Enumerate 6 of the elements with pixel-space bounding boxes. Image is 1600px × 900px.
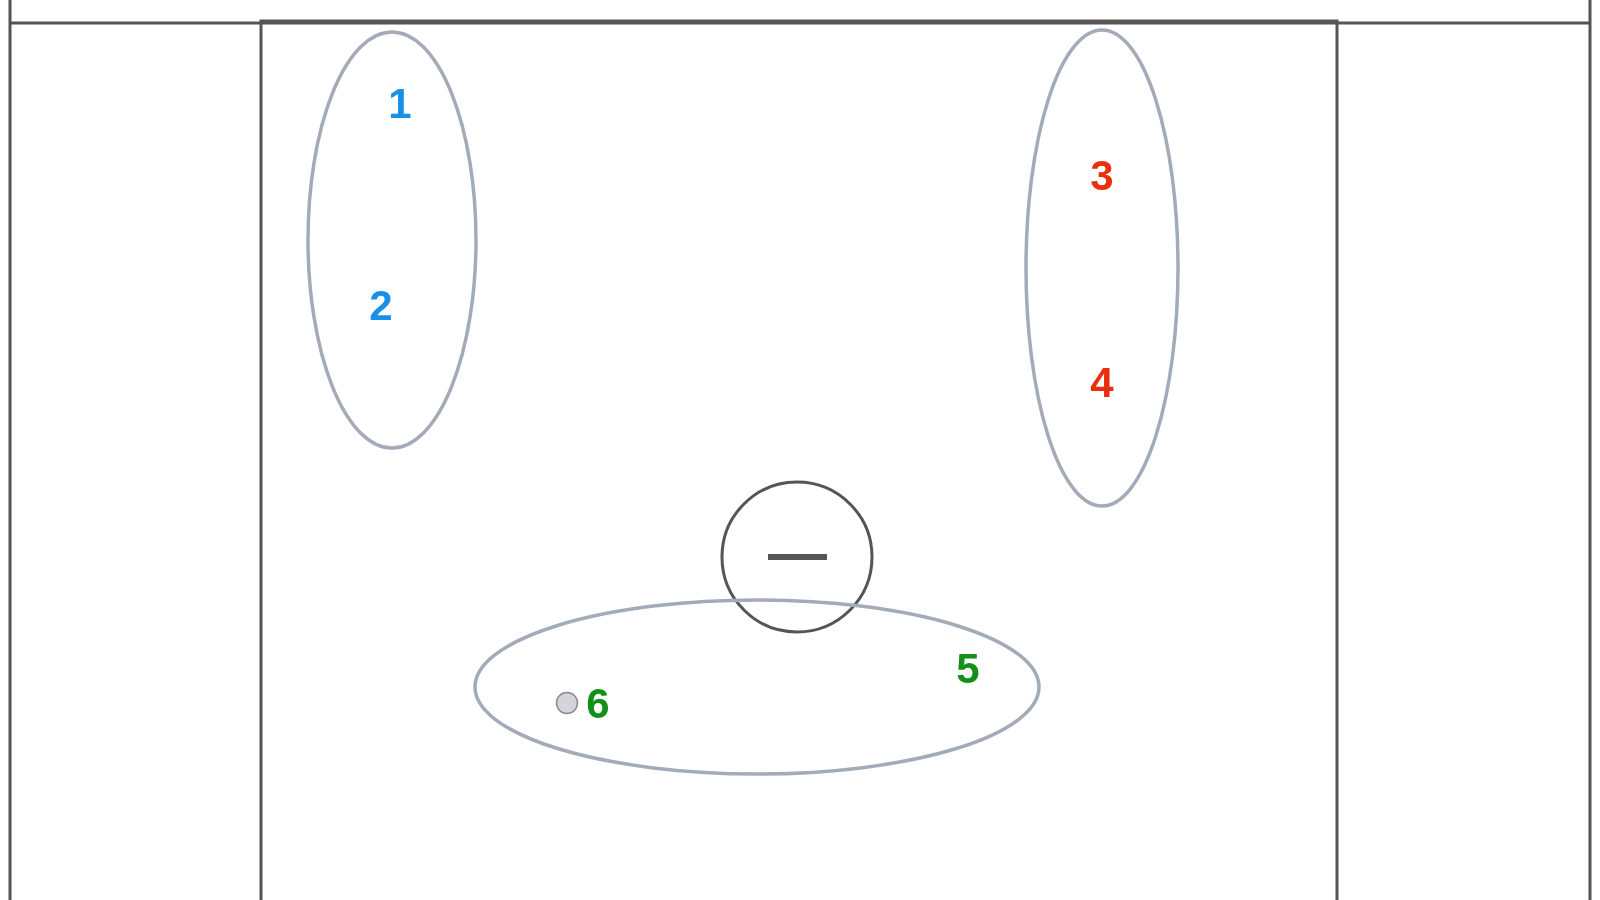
player-number: 4 [1090, 362, 1114, 404]
player-number: 5 [956, 648, 980, 690]
player-number: 6 [586, 683, 610, 725]
player-number: 3 [1090, 155, 1114, 197]
player-number: 2 [369, 285, 393, 327]
player-number: 1 [388, 83, 412, 125]
